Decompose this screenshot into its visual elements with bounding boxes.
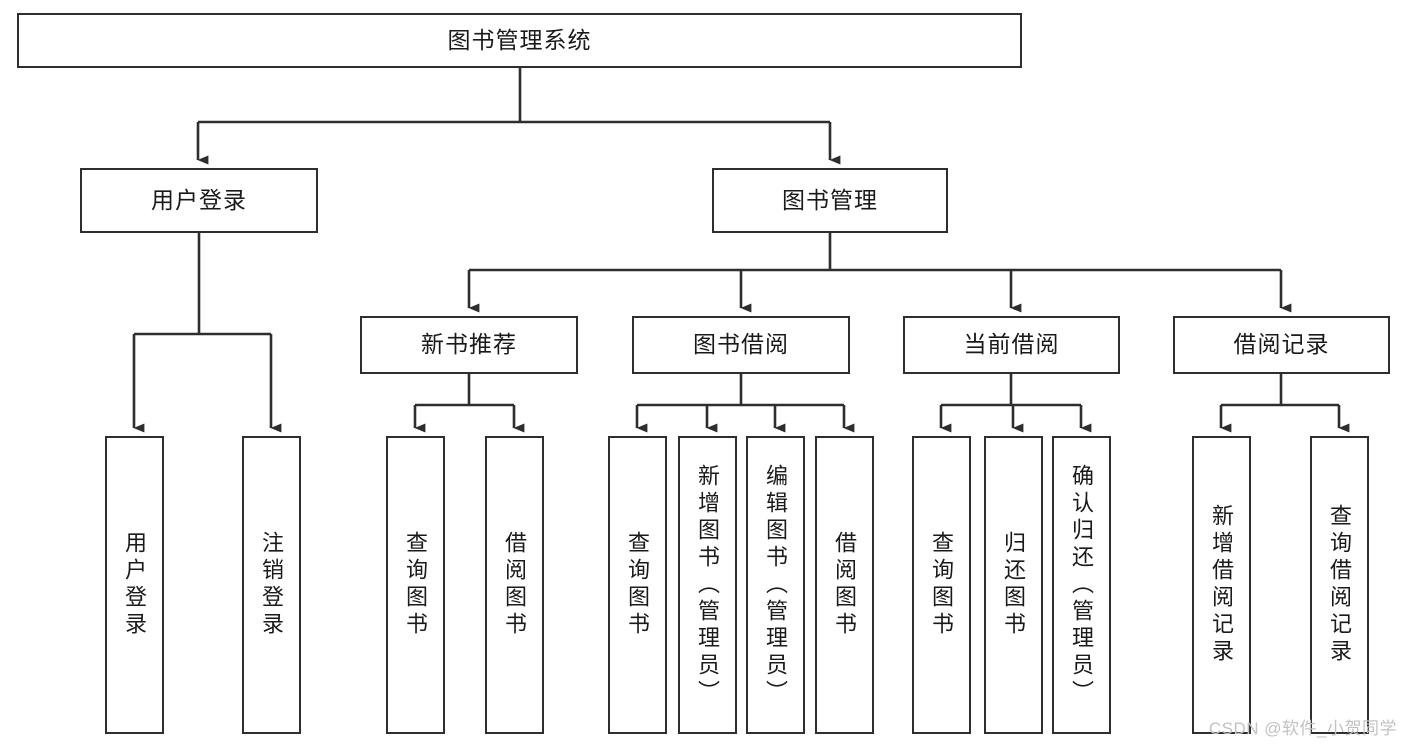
node-leaf-query-borrow-record[interactable]: 查询借阅记录	[1310, 436, 1369, 734]
node-book-manage[interactable]: 图书管理	[712, 168, 948, 233]
node-leaf-edit-book-label: 编辑图书（管理员）	[763, 463, 789, 707]
node-book-manage-label: 图书管理	[782, 186, 878, 213]
node-borrow-record-label: 借阅记录	[1233, 331, 1330, 358]
node-leaf-query-book-2[interactable]: 查询图书	[608, 436, 667, 734]
node-new-book-recommend-label: 新书推荐	[421, 331, 517, 358]
node-leaf-query-borrow-record-label: 查询借阅记录	[1327, 504, 1353, 666]
node-leaf-add-borrow-record[interactable]: 新增借阅记录	[1192, 436, 1251, 734]
node-leaf-query-book-1[interactable]: 查询图书	[386, 436, 445, 734]
node-leaf-confirm-return-label: 确认归还（管理员）	[1069, 463, 1095, 707]
node-leaf-query-book-1-label: 查询图书	[403, 531, 429, 639]
node-book-borrow[interactable]: 图书借阅	[632, 316, 850, 374]
node-leaf-query-book-3-label: 查询图书	[929, 531, 955, 639]
node-leaf-borrow-book-2[interactable]: 借阅图书	[815, 436, 874, 734]
node-leaf-logout[interactable]: 注销登录	[242, 436, 301, 734]
node-current-borrow[interactable]: 当前借阅	[903, 316, 1120, 374]
node-leaf-logout-label: 注销登录	[259, 531, 285, 639]
node-leaf-add-book[interactable]: 新增图书（管理员）	[678, 436, 737, 734]
node-user-login-label: 用户登录	[151, 186, 247, 213]
node-root-label: 图书管理系统	[447, 26, 592, 53]
node-borrow-record[interactable]: 借阅记录	[1173, 316, 1390, 374]
node-leaf-borrow-book-2-label: 借阅图书	[832, 531, 858, 639]
node-current-borrow-label: 当前借阅	[963, 331, 1060, 358]
node-leaf-add-book-label: 新增图书（管理员）	[695, 463, 721, 707]
node-leaf-borrow-book-1[interactable]: 借阅图书	[485, 436, 544, 734]
node-leaf-confirm-return[interactable]: 确认归还（管理员）	[1052, 436, 1111, 734]
node-new-book-recommend[interactable]: 新书推荐	[360, 316, 578, 374]
node-leaf-query-book-3[interactable]: 查询图书	[912, 436, 971, 734]
node-leaf-edit-book[interactable]: 编辑图书（管理员）	[746, 436, 805, 734]
node-leaf-add-borrow-record-label: 新增借阅记录	[1209, 504, 1235, 666]
node-leaf-return-book-label: 归还图书	[1001, 531, 1027, 639]
node-leaf-return-book[interactable]: 归还图书	[984, 436, 1043, 734]
node-root[interactable]: 图书管理系统	[17, 13, 1022, 68]
node-leaf-query-book-2-label: 查询图书	[625, 531, 651, 639]
node-leaf-user-login-label: 用户登录	[122, 531, 148, 639]
node-leaf-borrow-book-1-label: 借阅图书	[502, 531, 528, 639]
node-book-borrow-label: 图书借阅	[693, 331, 789, 358]
node-user-login[interactable]: 用户登录	[80, 168, 318, 233]
node-leaf-user-login[interactable]: 用户登录	[105, 436, 164, 734]
